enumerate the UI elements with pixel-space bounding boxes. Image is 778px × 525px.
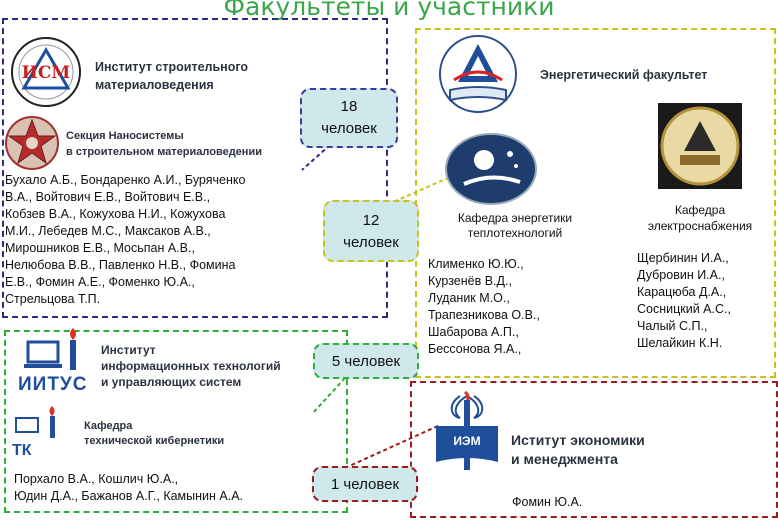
- power-supply-member: Сосницкий А.С.,: [637, 302, 731, 316]
- iitus-name-line3: и управляющих систем: [101, 375, 242, 389]
- heat-dept-name: Кафедра энергетики теплотехнологий: [445, 211, 585, 241]
- ism-member-line: Стрельцова Т.П.: [5, 292, 101, 306]
- ism-group-frame: [2, 18, 388, 318]
- tk-dept-name: Кафедра технической кибернетики: [84, 419, 224, 449]
- iem-logo: ИЭМ: [430, 390, 504, 474]
- ism-members-list: Бухало А.Б., Бондаренко А.И., Буряченко …: [5, 172, 245, 308]
- iitus-count-bubble: 5 человек: [313, 343, 419, 379]
- ism-name-line1: Институт строительного: [95, 60, 249, 74]
- ism-member-line: В.А., Войтович Е.В., Войтович Е.В.,: [5, 190, 211, 204]
- power-supply-dept-members: Щербинин И.А., Дубровин И.А., Карацюба Д…: [637, 250, 731, 352]
- iem-group-frame: [410, 381, 778, 518]
- iem-name-line2: и менеджмента: [511, 451, 618, 467]
- power-supply-member: Щербинин И.А.,: [637, 251, 729, 265]
- power-supply-member: Карацюба Д.А.,: [637, 285, 727, 299]
- heat-dept-member: Клименко Ю.Ю.,: [428, 257, 524, 271]
- ism-name: Институт строительного материаловедения: [95, 58, 248, 94]
- ism-member-line: Нелюбова В.В., Павленко Н.В., Фомина: [5, 258, 236, 272]
- iitus-group-frame: [4, 330, 348, 513]
- ism-logo: ИСМ: [6, 36, 86, 108]
- power-supply-dept-logo: [658, 103, 742, 189]
- ism-count-bubble: 18 человек: [300, 88, 398, 148]
- iitus-member-line: Юдин Д.А., Бажанов А.Г., Камынин А.А.: [14, 489, 244, 503]
- heat-dept-member: Трапезникова О.В.,: [428, 308, 540, 322]
- tk-dept-line1: Кафедра: [84, 420, 133, 432]
- iem-member-line: Фомин Ю.А.: [512, 495, 583, 509]
- ism-logo-text: ИСМ: [21, 63, 71, 83]
- ism-count-unit: человек: [321, 120, 377, 137]
- iem-logo-text: ИЭМ: [453, 434, 481, 448]
- heat-dept-member: Луданик М.О.,: [428, 291, 510, 305]
- ism-connector: [301, 144, 331, 171]
- heat-dept-member: Бессонова Я.А.,: [428, 342, 522, 356]
- energy-count-number: 12: [362, 212, 380, 229]
- energy-faculty-logo: [432, 34, 524, 114]
- nanosystems-section: Секция Наносистемы в строительном матери…: [66, 128, 262, 160]
- ism-name-line2: материаловедения: [95, 78, 214, 92]
- ism-member-line: Кобзев В.А., Кожухова Н.И., Кожухова: [5, 207, 226, 221]
- iem-members-list: Фомин Ю.А.: [512, 494, 582, 511]
- iitus-member-line: Порхало В.А., Кошлич Ю.А.,: [14, 472, 179, 486]
- tk-logo: ТК: [10, 406, 74, 462]
- iem-count-bubble: 1 человек: [312, 466, 418, 502]
- power-supply-member: Шелайкин К.Н.: [637, 336, 723, 350]
- energy-connector: [374, 177, 449, 211]
- power-supply-member: Чалый С.П.,: [637, 319, 708, 333]
- ism-count-number: 18: [340, 98, 358, 115]
- ism-member-line: М.И., Лебедев М.С., Максаков А.В.,: [5, 224, 211, 238]
- iem-name: Иститут экономики и менеджмента: [511, 431, 645, 469]
- nanosystems-line1: Секция Наносистемы: [66, 130, 184, 142]
- iitus-logo: ИИТУС: [18, 326, 88, 400]
- heat-dept-members: Клименко Ю.Ю., Курзенёв В.Д., Луданик М.…: [428, 256, 540, 358]
- power-supply-member: Дубровин И.А.,: [637, 268, 725, 282]
- energy-faculty-name: Энергетический факультет: [540, 68, 708, 82]
- power-supply-dept-line1: Кафедра: [674, 203, 726, 217]
- iitus-name-line1: Институт: [101, 343, 156, 357]
- tk-dept-line2: технической кибернетики: [84, 435, 225, 447]
- iitus-name-line2: информационных технологий: [101, 359, 281, 373]
- ism-member-line: Е.В., Фомин А.Е., Фоменко Ю.А.,: [5, 275, 195, 289]
- energy-count-unit: человек: [343, 234, 399, 251]
- iem-connector: [344, 424, 441, 469]
- ism-member-line: Мирошников Е.В., Мосьпан А.В.,: [5, 241, 195, 255]
- page-title: Факультеты и участники: [223, 0, 555, 21]
- power-supply-dept-line2: электроснабжения: [647, 219, 753, 233]
- nanosystems-logo: [3, 114, 61, 172]
- iitus-connector: [311, 377, 346, 415]
- iitus-logo-text: ИИТУС: [18, 374, 88, 395]
- heat-dept-member: Шабарова А.П.,: [428, 325, 519, 339]
- heat-dept-line2: теплотехнологий: [467, 226, 563, 240]
- iem-name-line1: Иститут экономики: [511, 432, 645, 448]
- nanosystems-line2: в строительном материаловедении: [66, 146, 262, 158]
- heat-dept-line1: Кафедра энергетики: [457, 211, 573, 225]
- tk-logo-text: ТК: [12, 442, 32, 459]
- iitus-members-list: Порхало В.А., Кошлич Ю.А., Юдин Д.А., Ба…: [14, 471, 243, 505]
- iitus-name: Институт информационных технологий и упр…: [101, 342, 281, 390]
- heat-dept-logo: [444, 132, 538, 206]
- ism-member-line: Бухало А.Б., Бондаренко А.И., Буряченко: [5, 173, 246, 187]
- heat-dept-member: Курзенёв В.Д.,: [428, 274, 512, 288]
- power-supply-dept-name: Кафедра электроснабжения: [630, 202, 770, 234]
- energy-count-bubble: 12 человек: [323, 200, 419, 262]
